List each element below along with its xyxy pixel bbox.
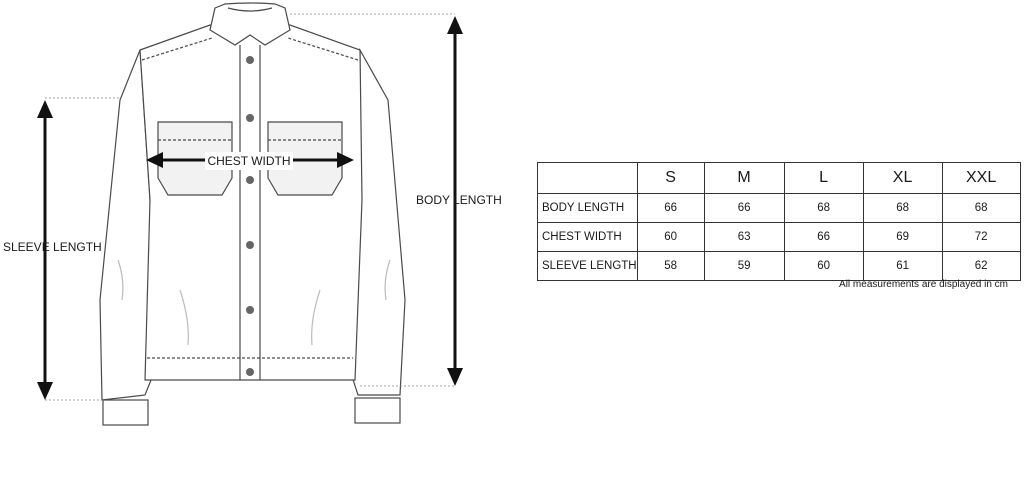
table-cell: 68: [783, 193, 864, 223]
shirt-button: [246, 114, 254, 122]
table-cell: 59: [703, 251, 785, 281]
shirt-illustration: [37, 2, 463, 426]
table-cell: 58: [636, 251, 705, 281]
body-length-label: BODY LENGTH: [416, 193, 502, 207]
shirt-button: [246, 241, 254, 249]
table-cell: 62: [941, 251, 1021, 281]
table-header-row: S M L XL XXL: [537, 162, 1021, 194]
size-header-xxl: XXL: [941, 162, 1021, 194]
size-header-xl: XL: [862, 162, 943, 194]
shirt-button: [246, 176, 254, 184]
table-cell: 68: [941, 193, 1021, 223]
table-header-corner: [537, 162, 638, 194]
collar: [209, 2, 291, 46]
row-label: BODY LENGTH: [537, 193, 638, 223]
table-cell: 63: [703, 222, 785, 252]
table-cell: 66: [703, 193, 785, 223]
table-row: SLEEVE LENGTH 58 59 60 61 62: [537, 251, 1021, 281]
size-header-m: M: [703, 162, 785, 194]
body-length-arrow: [447, 16, 463, 386]
table-cell: 61: [862, 251, 943, 281]
sleeve-length-label: SLEEVE LENGTH: [3, 240, 102, 254]
chest-width-label: CHEST WIDTH: [205, 152, 293, 170]
table-row: CHEST WIDTH 60 63 66 69 72: [537, 222, 1021, 252]
table-cell: 60: [783, 251, 864, 281]
size-header-l: L: [783, 162, 864, 194]
shirt-button: [246, 306, 254, 314]
measurement-note: All measurements are displayed in cm: [839, 279, 1008, 290]
left-cuff: [102, 399, 149, 426]
table-cell: 60: [636, 222, 705, 252]
table-cell: 66: [783, 222, 864, 252]
size-header-s: S: [636, 162, 705, 194]
shirt-button: [246, 56, 254, 64]
table-cell: 66: [636, 193, 705, 223]
right-cuff: [354, 397, 401, 424]
shirt-body: [139, 24, 363, 381]
table-cell: 72: [941, 222, 1021, 252]
table-cell: 69: [862, 222, 943, 252]
size-chart-table: S M L XL XXL BODY LENGTH 66 66 68 68 68 …: [537, 162, 1021, 281]
sleeve-length-arrow: [37, 100, 53, 400]
shirt-button: [246, 368, 254, 376]
row-label: SLEEVE LENGTH: [537, 251, 638, 281]
row-label: CHEST WIDTH: [537, 222, 638, 252]
table-cell: 68: [862, 193, 943, 223]
shirt-diagram: CHEST WIDTH BODY LENGTH SLEEVE LENGTH: [3, 2, 502, 426]
table-row: BODY LENGTH 66 66 68 68 68: [537, 193, 1021, 223]
